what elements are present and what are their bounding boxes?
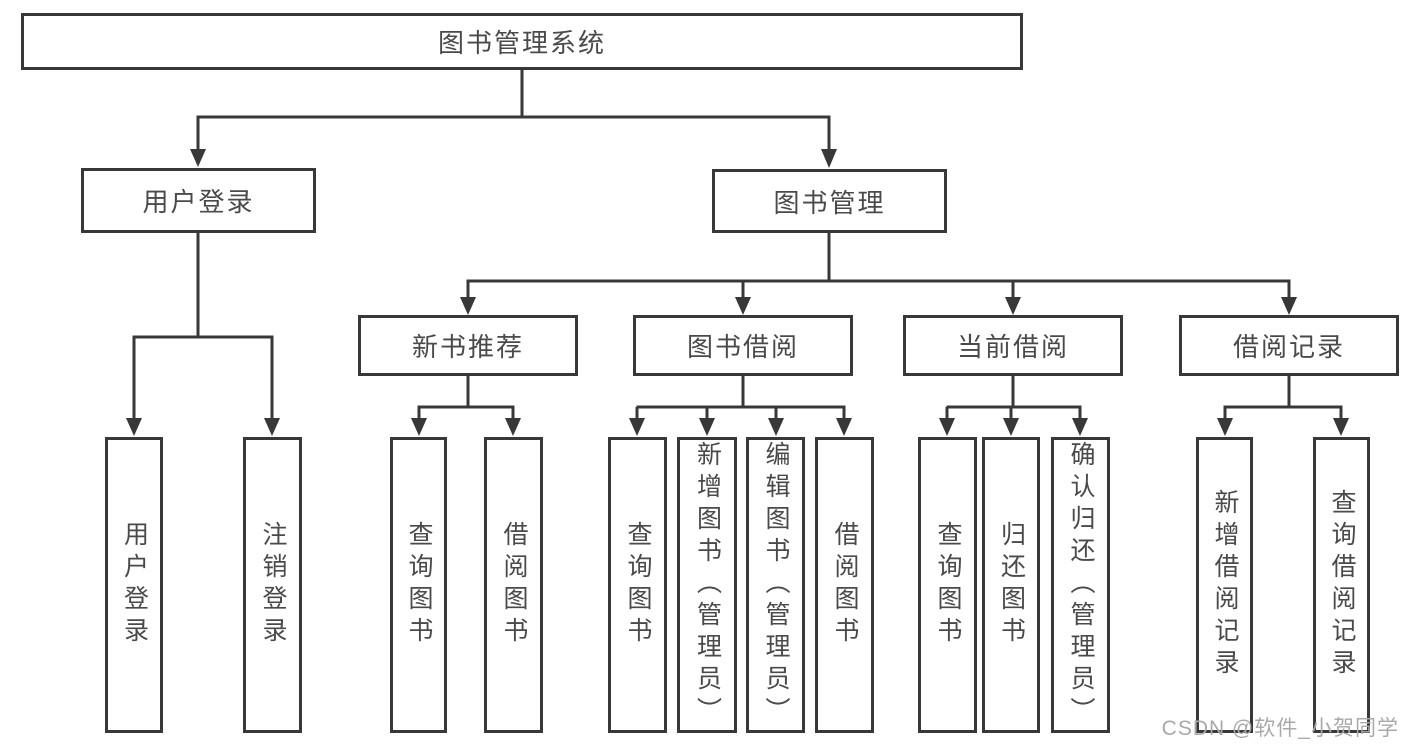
leaf-label: 查询借阅记录 [1328,489,1356,681]
csdn-watermark: CSDN @软件_小贺同学 [1161,717,1399,740]
node-leaf-return-book: 归还图书 [982,437,1040,733]
leaf-label: 借阅图书 [500,521,528,649]
edges-book-management-to-level3 [460,233,1297,315]
leaf-label: 新增图书（管理员） [693,441,722,729]
node-leaf-borrow-books: 借阅图书 [815,437,874,733]
leaf-label: 编辑图书（管理员） [762,441,790,729]
leaf-label: 查询图书 [934,521,962,649]
edges-user-login-to-leaves [126,233,280,436]
node-leaf-confirm-return-admin: 确认归还（管理员） [1051,437,1110,733]
node-book-management-system: 图书管理系统 [21,13,1023,70]
edges-current-borrow-to-leaves [939,376,1088,436]
node-leaf-query-borrow-record: 查询借阅记录 [1313,437,1370,733]
node-current-borrow: 当前借阅 [903,315,1123,376]
node-leaf-edit-book-admin: 编辑图书（管理员） [746,437,805,733]
node-book-borrow: 图书借阅 [633,315,853,376]
node-leaf-query-books-recommend: 查询图书 [390,437,447,733]
leaf-label: 确认归还（管理员） [1067,441,1095,729]
node-leaf-query-books-current: 查询图书 [918,437,977,733]
node-borrow-records: 借阅记录 [1179,315,1399,376]
node-leaf-borrow-books-recommend: 借阅图书 [484,437,543,733]
node-leaf-query-books-borrow: 查询图书 [608,437,667,733]
node-leaf-add-borrow-record: 新增借阅记录 [1196,437,1253,733]
leaf-label: 借阅图书 [831,521,859,649]
node-new-book-recommend: 新书推荐 [358,315,578,376]
leaf-label: 查询图书 [405,521,433,649]
node-user-login: 用户登录 [81,168,316,233]
leaf-label: 新增借阅记录 [1211,489,1239,681]
edges-root-to-level2 [190,70,837,168]
node-leaf-logout: 注销登录 [243,437,302,733]
leaf-label: 归还图书 [997,521,1026,649]
edges-borrow-records-to-leaves [1217,376,1349,436]
node-book-management: 图书管理 [712,169,947,233]
leaf-label: 注销登录 [259,521,287,649]
node-leaf-add-book-admin: 新增图书（管理员） [677,437,737,733]
edges-new-book-recommend-to-leaves [411,376,521,436]
node-leaf-user-login: 用户登录 [105,437,163,733]
edges-book-borrow-to-leaves [629,376,852,436]
leaf-label: 用户登录 [120,521,149,649]
leaf-label: 查询图书 [624,521,652,649]
